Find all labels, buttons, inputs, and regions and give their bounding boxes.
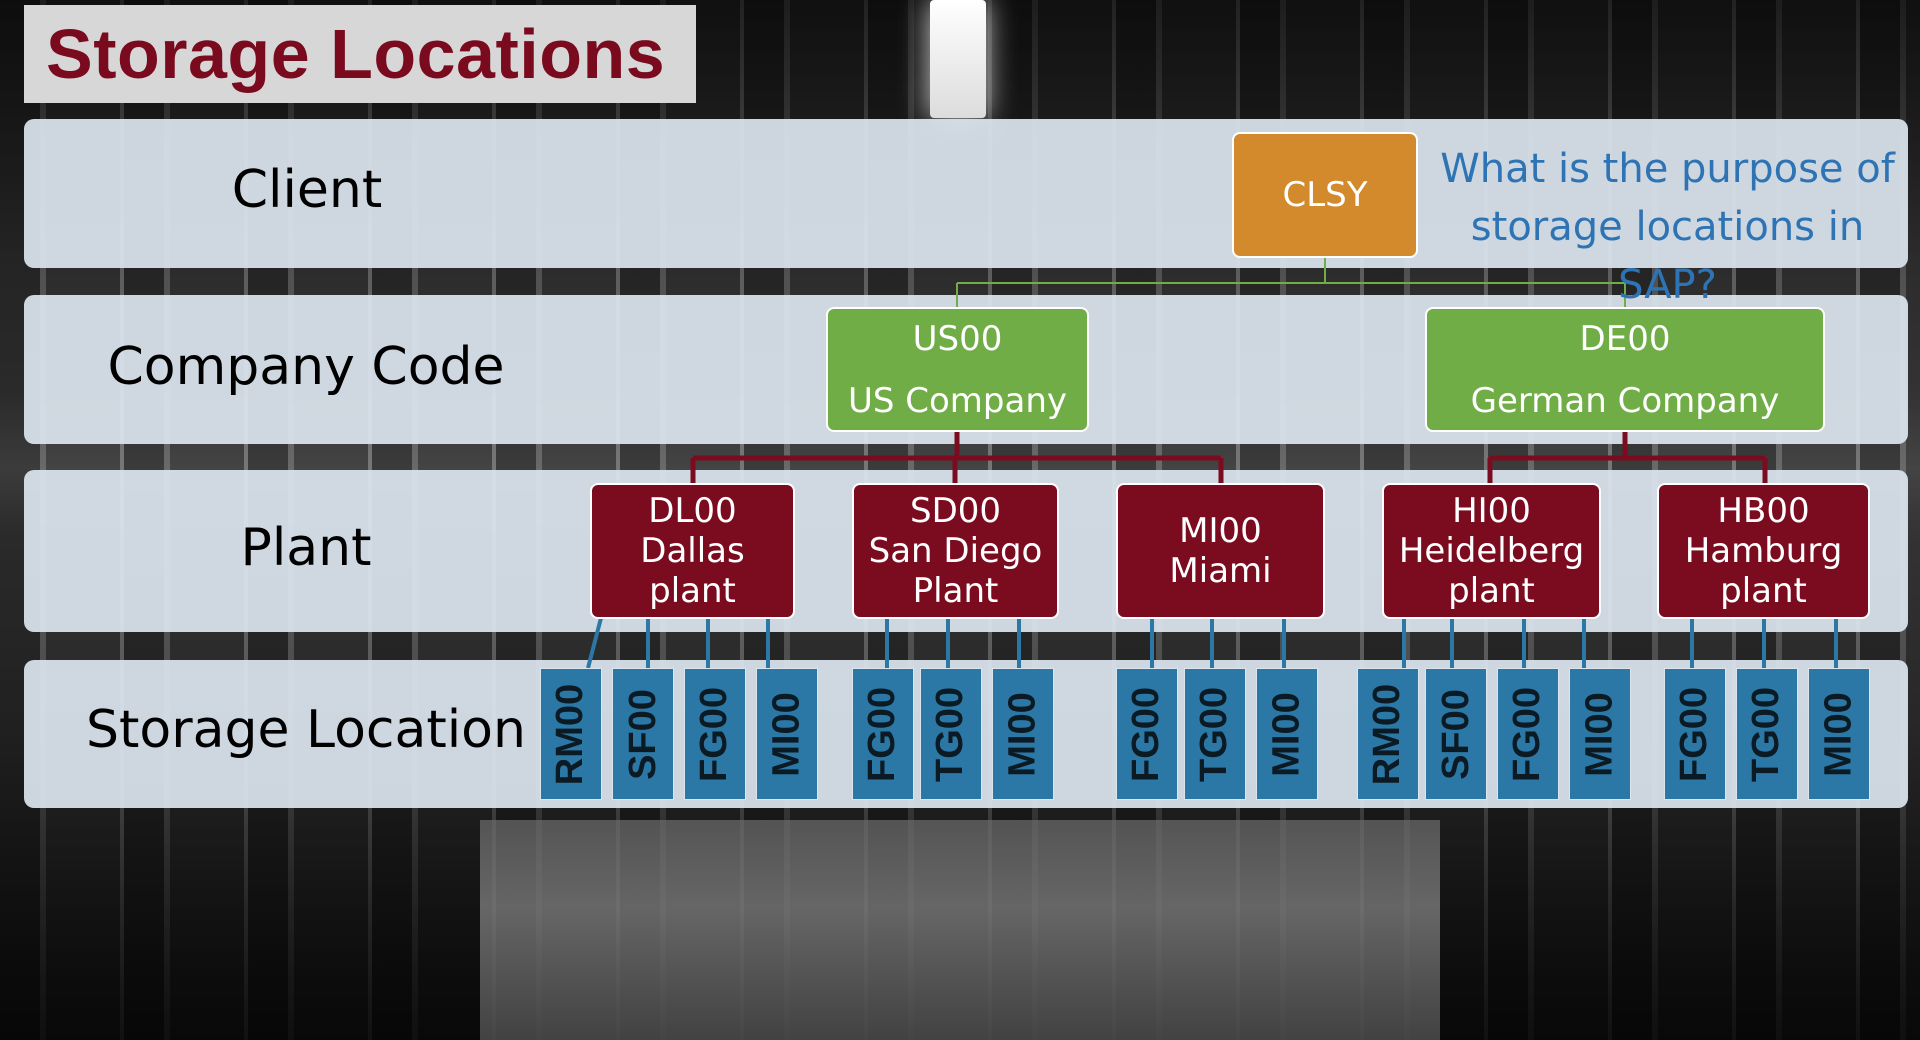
storage-location-hb00-mi00: MI00 xyxy=(1808,668,1870,800)
storage-location-dl00-sf00: SF00 xyxy=(612,668,674,800)
page-title: Storage Locations xyxy=(46,15,666,93)
plant-name: Miami xyxy=(1169,551,1272,591)
company-code: DE00 xyxy=(1579,318,1671,359)
company-name: German Company xyxy=(1470,380,1780,421)
storage-location-sd00-mi00: MI00 xyxy=(992,668,1054,800)
plant-node-sd00: SD00 San Diego Plant xyxy=(852,483,1059,619)
storage-location-hi00-mi00: MI00 xyxy=(1569,668,1631,800)
client-code: CLSY xyxy=(1282,175,1368,215)
company-node-us00: US00 US Company xyxy=(826,307,1089,432)
plant-code: DL00 xyxy=(648,491,737,531)
band-client xyxy=(24,119,1908,268)
storage-location-sd00-tg00: TG00 xyxy=(920,668,982,800)
plant-code: HB00 xyxy=(1717,491,1810,531)
background-floor xyxy=(480,820,1440,1040)
plant-code: SD00 xyxy=(909,491,1002,531)
storage-location-mi00-fg00: FG00 xyxy=(1116,668,1178,800)
storage-location-dl00-rm00: RM00 xyxy=(540,668,602,800)
plant-name: Dallas plant xyxy=(640,531,745,611)
plant-node-dl00: DL00 Dallas plant xyxy=(590,483,795,619)
plant-name: Heidelberg plant xyxy=(1398,531,1585,611)
storage-location-dl00-mi00: MI00 xyxy=(756,668,818,800)
storage-location-sd00-fg00: FG00 xyxy=(852,668,914,800)
level-label-company-code: Company Code xyxy=(107,337,505,397)
plant-name: Hamburg plant xyxy=(1684,531,1843,611)
plant-code: HI00 xyxy=(1452,491,1531,531)
storage-location-dl00-fg00: FG00 xyxy=(684,668,746,800)
plant-code: MI00 xyxy=(1179,511,1262,551)
level-label-client: Client xyxy=(231,160,383,220)
storage-location-mi00-mi00: MI00 xyxy=(1256,668,1318,800)
company-name: US Company xyxy=(847,380,1068,421)
plant-node-mi00: MI00 Miami xyxy=(1116,483,1325,619)
company-code: US00 xyxy=(912,318,1003,359)
title-box: Storage Locations xyxy=(24,5,696,103)
client-node: CLSY xyxy=(1232,132,1418,258)
storage-location-mi00-tg00: TG00 xyxy=(1184,668,1246,800)
storage-location-hi00-rm00: RM00 xyxy=(1357,668,1419,800)
level-label-storage-location: Storage Location xyxy=(86,700,526,760)
ceiling-light xyxy=(930,0,986,118)
storage-location-hi00-sf00: SF00 xyxy=(1425,668,1487,800)
company-node-de00: DE00 German Company xyxy=(1425,307,1825,432)
plant-node-hi00: HI00 Heidelberg plant xyxy=(1382,483,1601,619)
storage-location-hi00-fg00: FG00 xyxy=(1497,668,1559,800)
storage-location-hb00-tg00: TG00 xyxy=(1736,668,1798,800)
plant-name: San Diego Plant xyxy=(868,531,1043,611)
level-label-plant: Plant xyxy=(240,518,372,578)
storage-location-hb00-fg00: FG00 xyxy=(1664,668,1726,800)
question-text: What is the purpose of storage locations… xyxy=(1440,146,1895,308)
plant-node-hb00: HB00 Hamburg plant xyxy=(1657,483,1870,619)
